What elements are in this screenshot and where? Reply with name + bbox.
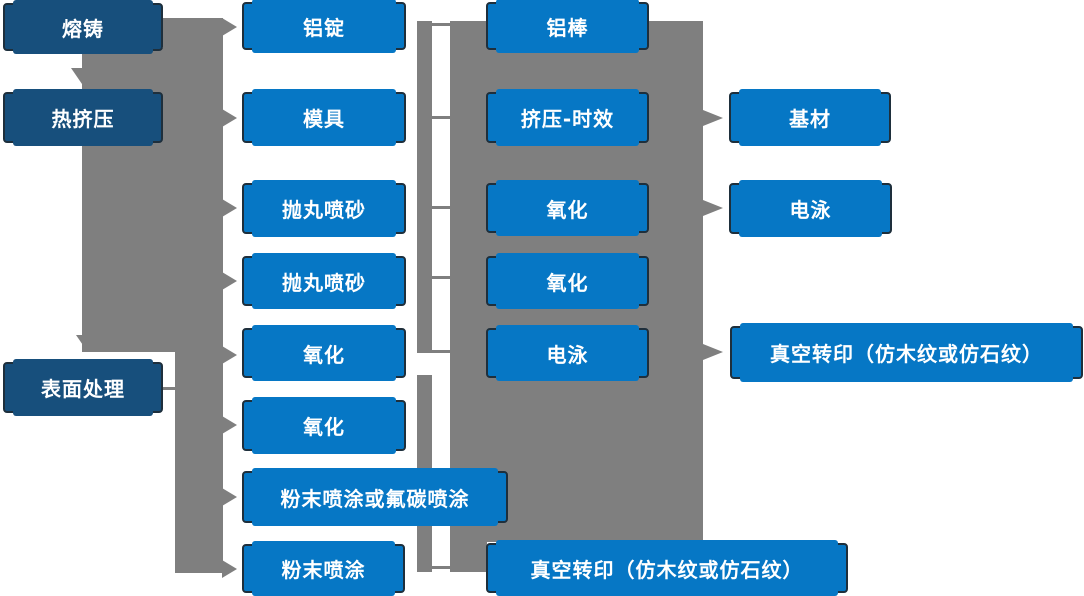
node-vacuum-transfer-a: 真空转印（仿木纹或仿石纹） — [486, 540, 848, 596]
arrow-right-icon — [222, 346, 237, 364]
node-oxidation-a: 氧化 — [242, 325, 406, 381]
arrow-right-icon — [222, 199, 237, 217]
arrow-right-icon — [222, 109, 237, 127]
tie-line-row5 — [428, 350, 452, 353]
tie-line-row1 — [428, 23, 452, 26]
arrow-right-icon — [222, 488, 237, 506]
node-aluminum-rod: 铝棒 — [486, 0, 649, 53]
node-melting: 熔铸 — [3, 0, 163, 54]
node-oxidation-c: 氧化 — [486, 180, 649, 236]
connector-left-branch-bar-lower — [175, 352, 223, 573]
connector-trunk-foot — [450, 542, 487, 572]
node-mold: 模具 — [242, 89, 406, 146]
node-oxidation-d: 氧化 — [486, 253, 649, 309]
tie-line-bottom — [428, 566, 452, 569]
node-powder-or-fluorocarbon: 粉末喷涂或氟碳喷涂 — [242, 468, 508, 526]
arrow-right-icon — [222, 272, 237, 290]
tie-line-surface-treatment — [163, 387, 179, 390]
node-electrophoresis-a: 电泳 — [486, 325, 649, 381]
node-electrophoresis-b: 电泳 — [729, 180, 892, 237]
arrow-down-icon — [71, 68, 93, 84]
node-oxidation-b: 氧化 — [242, 397, 406, 454]
node-powder-coating: 粉末喷涂 — [242, 541, 405, 596]
arrow-right-icon — [222, 18, 237, 36]
tie-line-row4 — [428, 276, 452, 279]
node-aluminum-ingot: 铝锭 — [242, 0, 406, 53]
tie-line-row2 — [428, 116, 452, 119]
arrow-right-icon — [703, 110, 723, 126]
arrow-right-icon — [703, 200, 723, 216]
arrow-down-icon — [76, 335, 98, 351]
arrow-right-icon — [222, 560, 237, 578]
arrow-right-icon — [222, 416, 237, 434]
node-base-material: 基材 — [729, 89, 891, 146]
connector-left-branch-bar-upper — [163, 18, 223, 352]
node-surface-treatment: 表面处理 — [3, 359, 163, 416]
node-extrusion-aging: 挤压-时效 — [486, 89, 649, 146]
connector-middle-bar-upper — [417, 21, 432, 353]
arrow-right-icon — [703, 344, 723, 360]
node-hot-extrusion: 热挤压 — [3, 89, 163, 146]
node-shot-blasting-2: 抛丸喷砂 — [242, 253, 406, 309]
tie-line-row3 — [428, 206, 452, 209]
node-shot-blasting-1: 抛丸喷砂 — [242, 180, 406, 237]
node-vacuum-transfer-b: 真空转印（仿木纹或仿石纹） — [730, 323, 1083, 382]
